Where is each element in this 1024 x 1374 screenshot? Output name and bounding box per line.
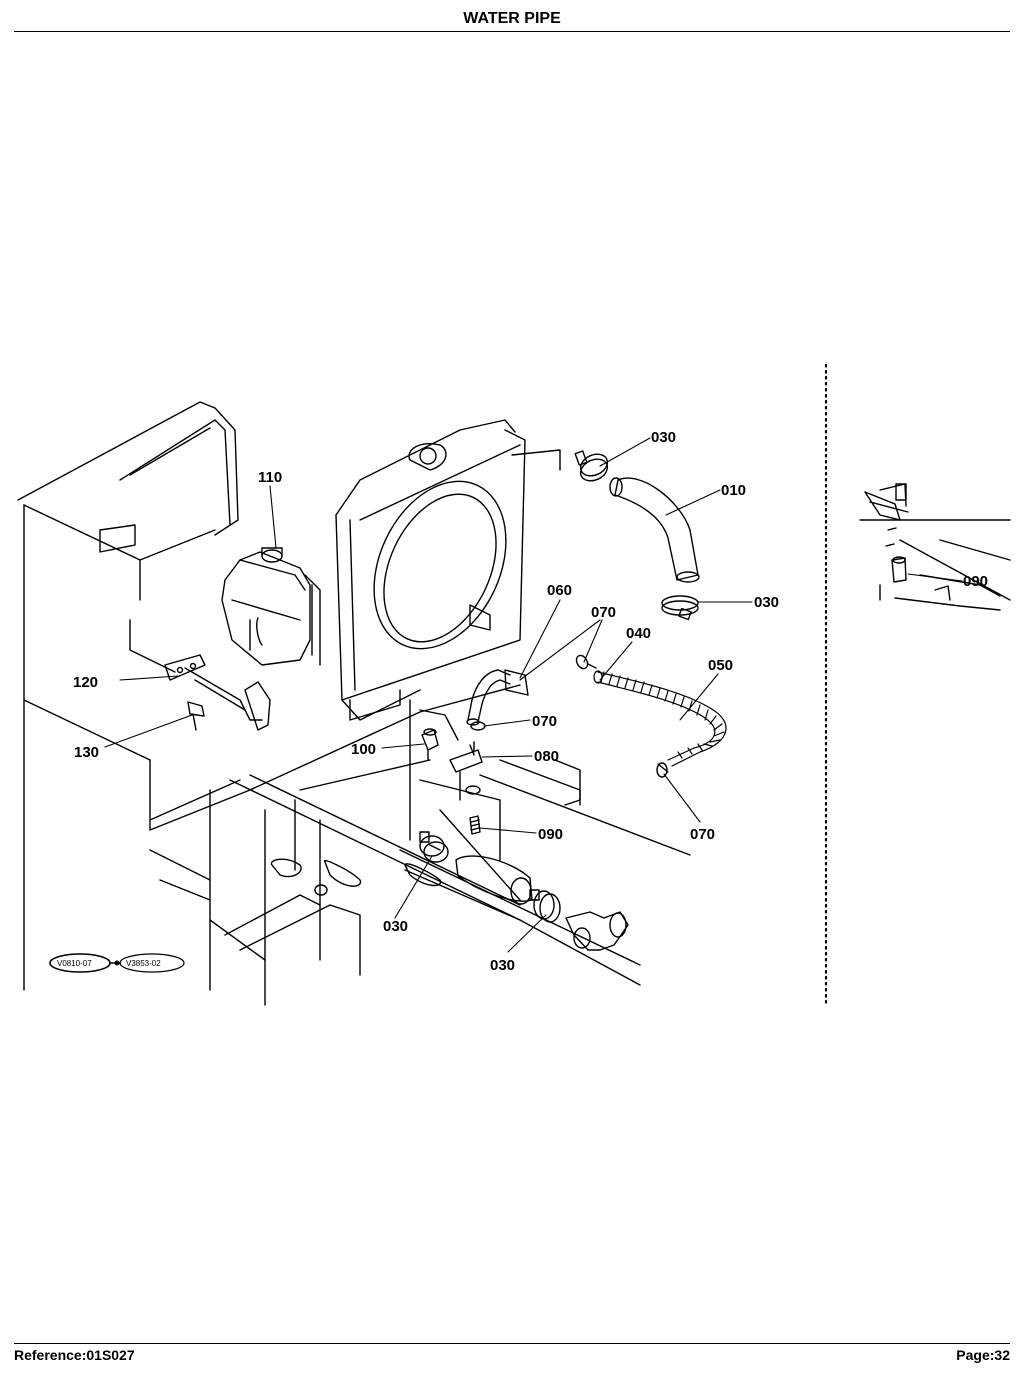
callout-030: 030 (490, 957, 515, 974)
callout-030: 030 (651, 429, 676, 446)
lower-hose (429, 844, 533, 905)
callout-070: 070 (532, 713, 557, 730)
callout-060: 060 (547, 582, 572, 599)
callout-080: 080 (534, 748, 559, 765)
hose-clamp-upper (574, 450, 609, 482)
callout-100: 100 (351, 741, 376, 758)
callout-090: 090 (963, 573, 988, 590)
flex-hose (593, 670, 727, 767)
page-number: Page:32 (956, 1347, 1010, 1363)
radiator-shroud (335, 419, 561, 721)
bolt-130 (187, 701, 205, 731)
hose-clamp-lower (661, 595, 699, 621)
reference-label: Reference:01S027 (14, 1347, 135, 1363)
model-tag-left: V0810-07 (57, 959, 92, 968)
reserve-tank (221, 547, 321, 666)
callout-120: 120 (73, 674, 98, 691)
leader-lines (104, 437, 963, 953)
hose-clamp-030-right (529, 889, 561, 923)
model-tag-right: V3853-02 (126, 959, 161, 968)
water-pump-elbow (565, 911, 629, 951)
callout-040: 040 (626, 625, 651, 642)
tank-bracket (164, 654, 271, 731)
hose-clip-070-lower (656, 762, 669, 778)
plate-080 (449, 741, 483, 801)
callout-090: 090 (538, 826, 563, 843)
callout-110: 110 (258, 469, 282, 486)
callout-030: 030 (754, 594, 779, 611)
drain-pipe (466, 669, 529, 726)
drain-cock-100 (421, 728, 439, 761)
fitting-090 (469, 815, 481, 835)
header-rule (14, 31, 1010, 32)
upper-hose (609, 477, 700, 583)
callout-130: 130 (74, 744, 99, 761)
footer-rule (14, 1343, 1010, 1344)
callout-070: 070 (690, 826, 715, 843)
hose-clip-070 (575, 654, 597, 670)
engine-frame (17, 401, 691, 1006)
inset-detail (859, 483, 1011, 611)
model-tags: V0810-07 V3853-02 (49, 953, 185, 973)
callout-010: 010 (721, 482, 746, 499)
page-title: WATER PIPE (463, 10, 561, 27)
callout-labels: 030 010 110 030 060 070 040 050 120 070 … (73, 429, 988, 974)
callout-070: 070 (591, 604, 616, 621)
callout-050: 050 (708, 657, 733, 674)
pipe-run-left (409, 699, 459, 841)
callout-030: 030 (383, 918, 408, 935)
